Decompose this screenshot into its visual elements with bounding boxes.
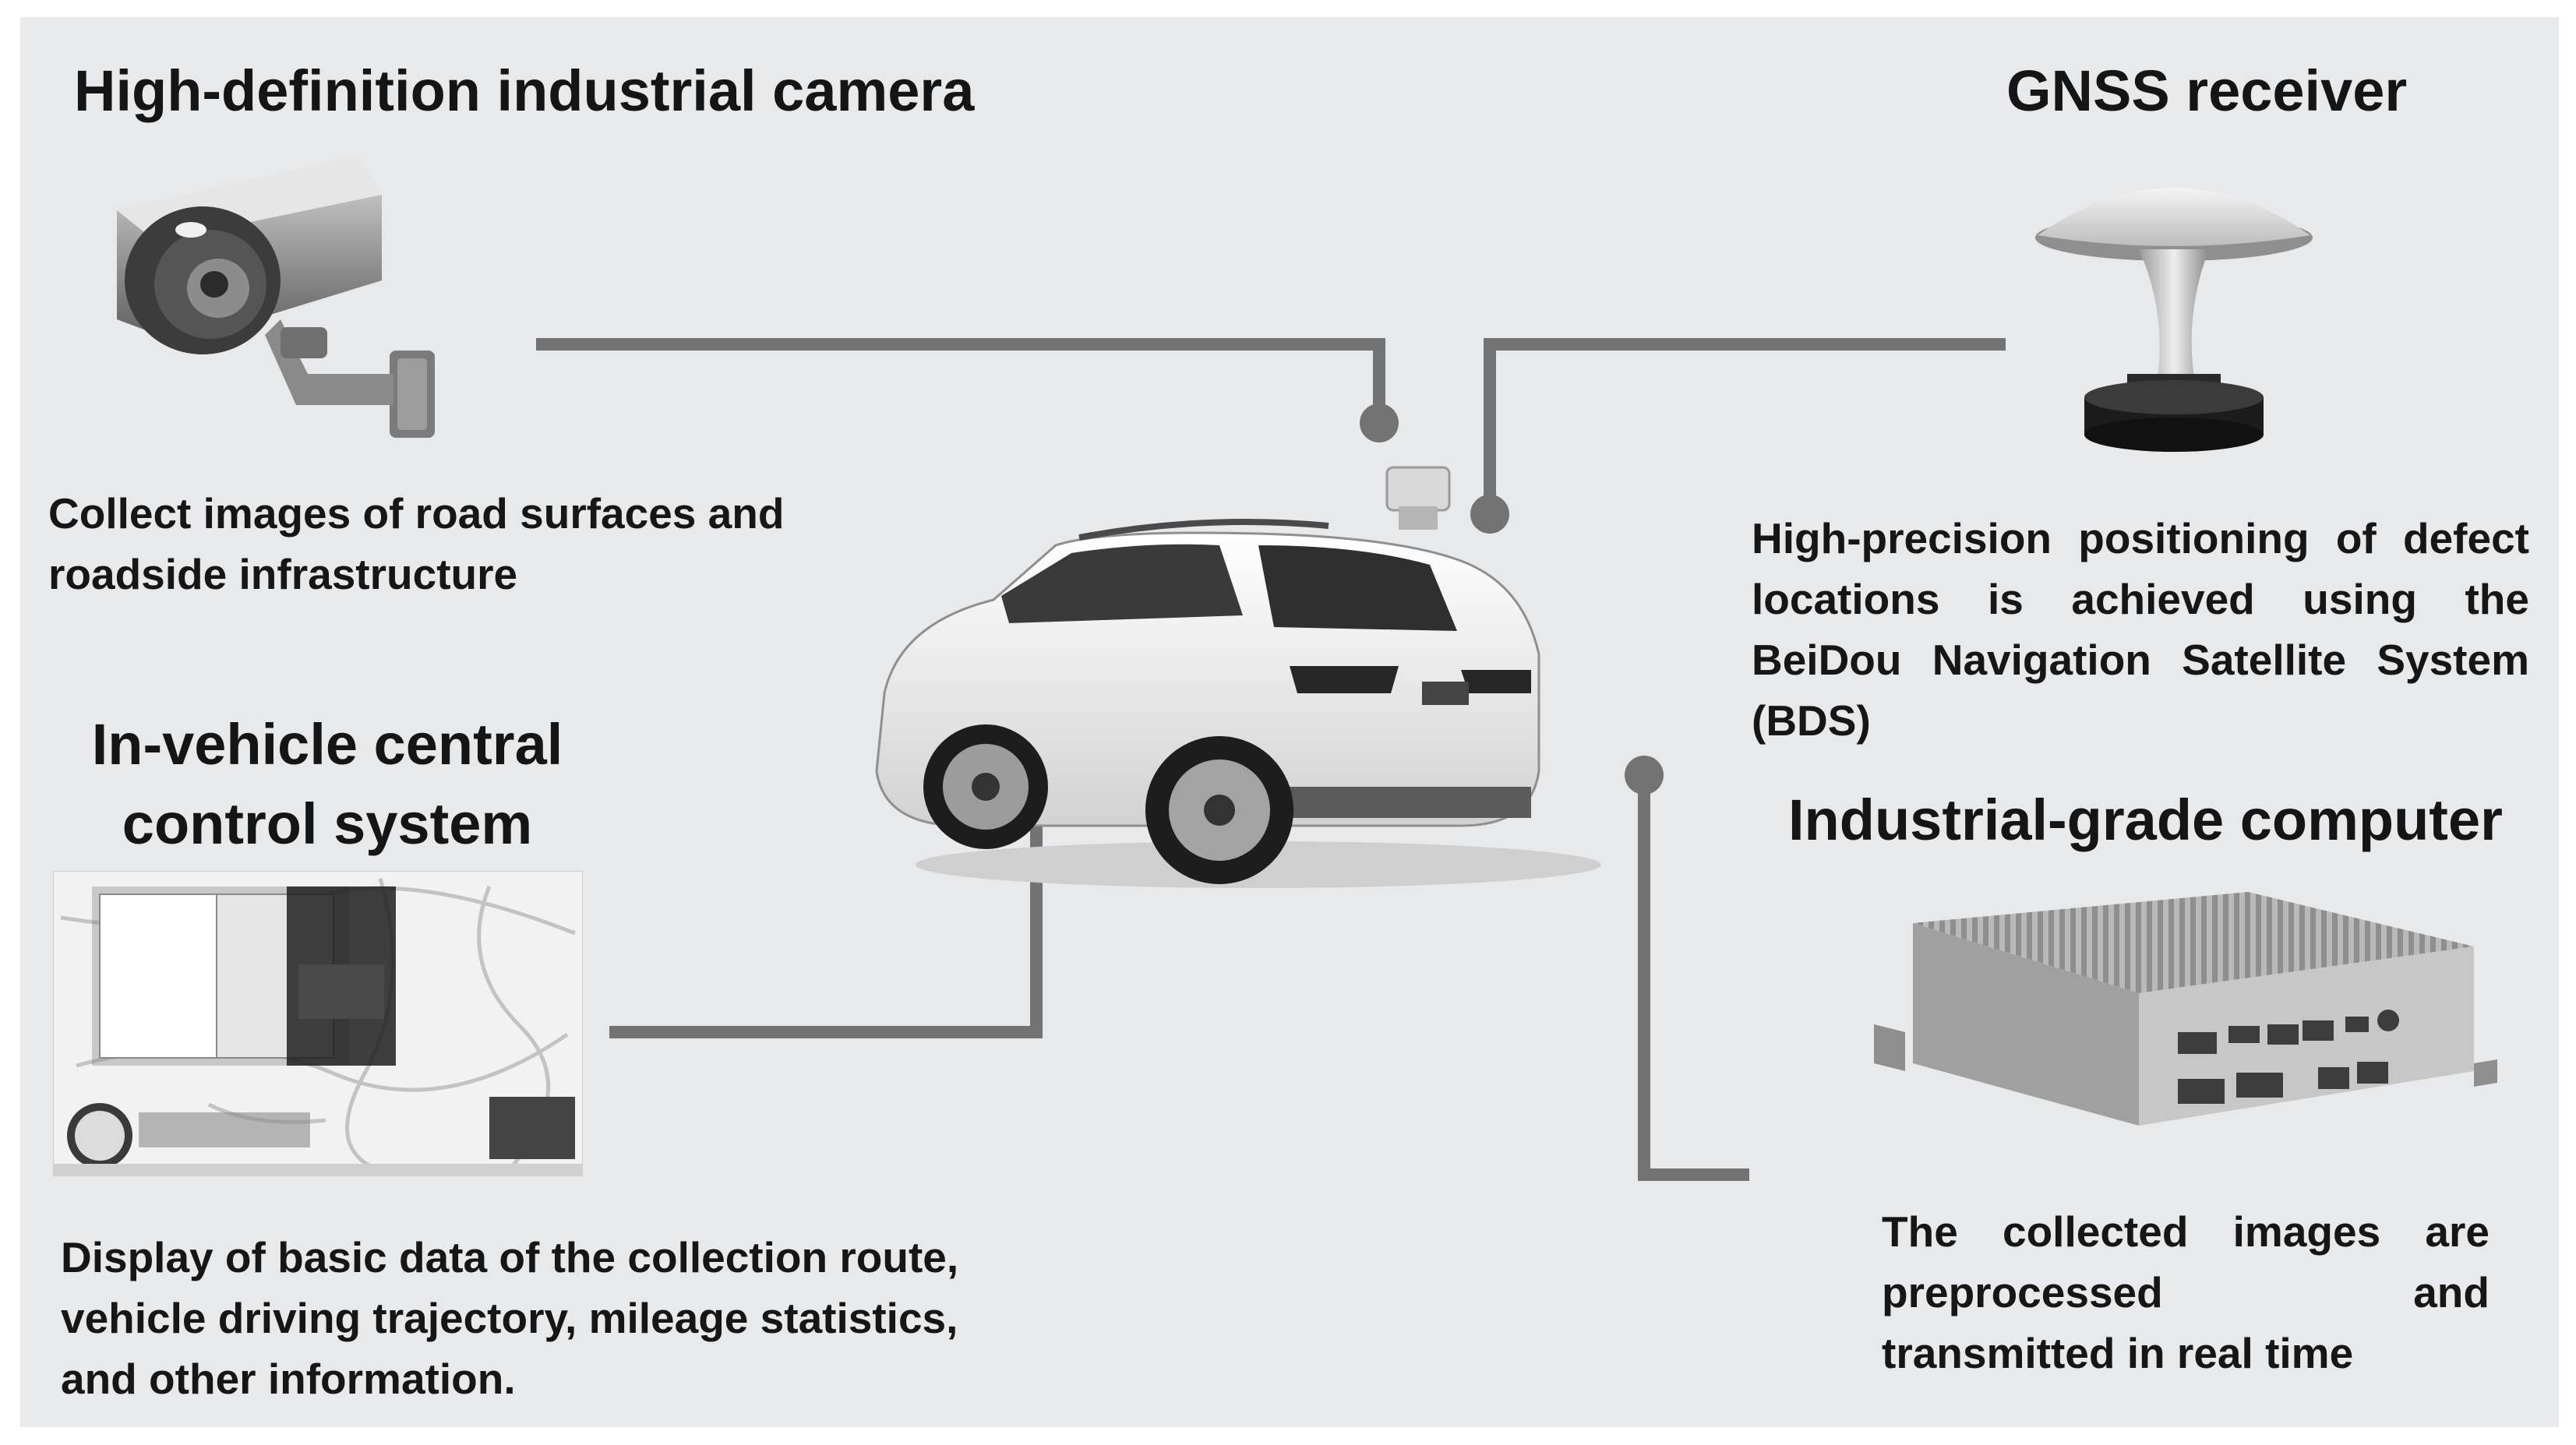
computer-connector-dot [1625, 756, 1664, 795]
camera-title: High-definition industrial camera [74, 58, 975, 123]
gnss-description: High-precision positioning of defect loc… [1752, 514, 2529, 745]
control-title-line2: control system [122, 791, 533, 856]
computer-connector [1638, 775, 1749, 1181]
computer-description: The collected images are preprocessed an… [1882, 1207, 2490, 1377]
camera-description: Collect images of road surfaces and road… [48, 489, 785, 598]
gnss-connector-dot [1470, 495, 1509, 534]
camera-connector-dot [1360, 404, 1399, 442]
computer-title: Industrial-grade computer [1788, 788, 2503, 852]
inspection-suv-image [875, 466, 1601, 888]
security-camera-icon [117, 156, 435, 438]
control-description: Display of basic data of the collection … [61, 1233, 959, 1403]
gnss-antenna-icon [2035, 188, 2313, 452]
gnss-connector [1484, 338, 2006, 514]
camera-connector [536, 338, 1385, 423]
map-dashboard-screenshot [53, 871, 583, 1176]
control-title-line1: In-vehicle central [91, 712, 563, 777]
fanless-computer-icon [1874, 892, 2497, 1126]
gnss-title: GNSS receiver [2006, 58, 2408, 123]
